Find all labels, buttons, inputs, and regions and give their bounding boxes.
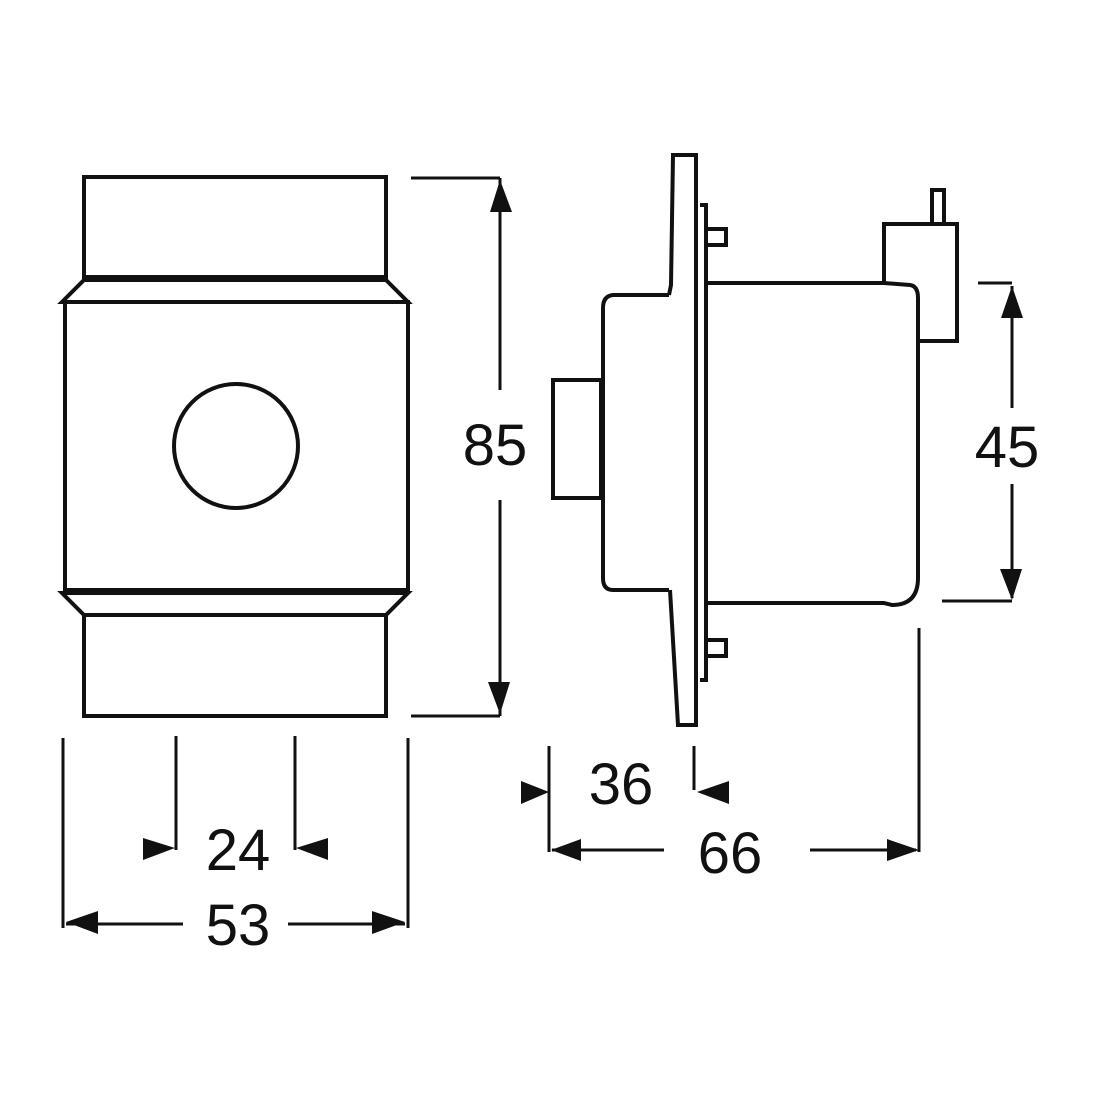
arrow-left: [296, 838, 328, 860]
arrow-left: [697, 781, 729, 804]
dimension-width-24: 24: [143, 736, 328, 883]
dimension-depth-66: 66: [551, 628, 921, 886]
arrow-down: [488, 682, 510, 714]
side-mounting-plate: [667, 153, 698, 727]
front-knob: [172, 382, 300, 510]
side-knob-stub: [551, 378, 603, 500]
label-depth-66: 66: [698, 821, 763, 886]
dimension-width-53: 53: [61, 738, 410, 958]
arrow-right: [887, 839, 919, 861]
label-depth-36: 36: [589, 752, 654, 817]
front-top-bevel: [57, 278, 413, 304]
label-height-85: 85: [463, 413, 528, 478]
arrow-left: [551, 839, 581, 861]
side-terminal-block: [882, 222, 959, 343]
arrow-up: [490, 180, 512, 212]
side-plate-lip: [700, 203, 708, 682]
arrow-right: [521, 781, 549, 804]
arrow-up: [1001, 286, 1023, 318]
arrow-right: [372, 911, 405, 934]
label-width-24: 24: [206, 818, 271, 883]
arrow-down: [1000, 569, 1022, 600]
side-view: [551, 153, 959, 727]
dimension-height-45: 45: [942, 281, 1040, 603]
front-top-band: [82, 175, 388, 279]
label-width-53: 53: [206, 893, 271, 958]
arrow-left: [66, 911, 98, 934]
dimension-height-85: 85: [411, 176, 528, 718]
side-bottom-tab: [704, 638, 728, 658]
side-terminal-pin: [930, 188, 946, 224]
label-height-45: 45: [975, 415, 1040, 480]
side-top-tab: [704, 227, 728, 247]
front-view: [57, 175, 413, 718]
arrow-right: [143, 838, 175, 860]
front-body: [63, 300, 410, 592]
dimension-depth-36: 36: [521, 746, 729, 852]
side-rear-body: [706, 281, 920, 608]
front-bottom-bevel: [57, 591, 413, 617]
front-bottom-band: [82, 613, 388, 718]
side-front-cover: [601, 293, 669, 592]
